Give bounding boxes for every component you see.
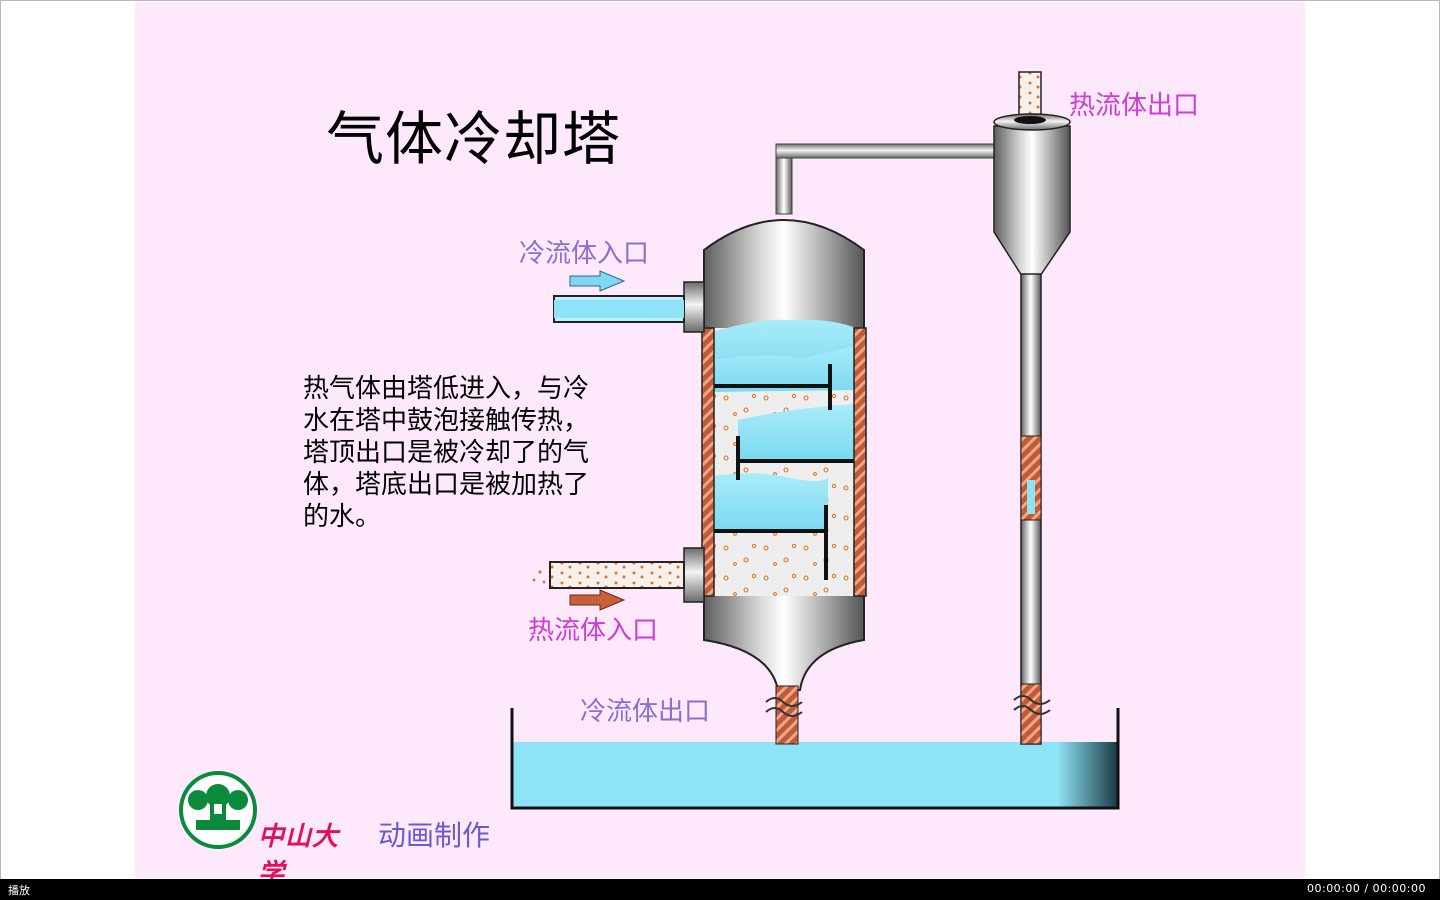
water-tank — [510, 708, 1120, 810]
hot-inlet-label: 热流体入口 — [528, 616, 659, 646]
description-line: 塔顶出口是被冷却了的气 — [303, 438, 590, 468]
hot-inlet-pipe — [532, 561, 685, 589]
university-logo-icon — [179, 771, 257, 849]
cooling-column — [683, 219, 867, 745]
separator-vessel — [993, 71, 1071, 745]
cold-outlet-label: 冷流体出口 — [580, 697, 711, 727]
description-text: 热气体由塔低进入，与冷 水在塔中鼓泡接触传热， 塔顶出口是被冷却了的气 体，塔底… — [303, 373, 633, 533]
description-line: 水在塔中鼓泡接触传热， — [303, 406, 590, 436]
player-status-bar: 播放 00:00:00 / 00:00:00 — [0, 879, 1440, 900]
university-name-text: 中山大学 — [258, 822, 340, 889]
university-name: 中山大学 — [258, 816, 358, 889]
slide-title: 气体冷却塔 — [326, 105, 622, 173]
description-line: 的水。 — [303, 502, 382, 532]
cold-inlet-arrow-icon — [569, 270, 626, 292]
cold-inlet-pipe — [553, 295, 685, 323]
credit-label: 动画制作 — [378, 819, 491, 852]
hot-inlet-arrow-icon — [569, 589, 626, 611]
cooling-tower-diagram — [179, 71, 1120, 849]
description-line: 热气体由塔低进入，与冷 — [303, 374, 590, 404]
gas-pipe — [775, 143, 999, 215]
play-button[interactable]: 播放 — [8, 884, 30, 897]
timecode-display: 00:00:00 / 00:00:00 — [1306, 882, 1426, 895]
hot-outlet-label: 热流体出口 — [1069, 91, 1200, 121]
description-line: 体，塔底出口是被加热了 — [303, 470, 590, 500]
cold-inlet-label: 冷流体入口 — [519, 239, 650, 269]
